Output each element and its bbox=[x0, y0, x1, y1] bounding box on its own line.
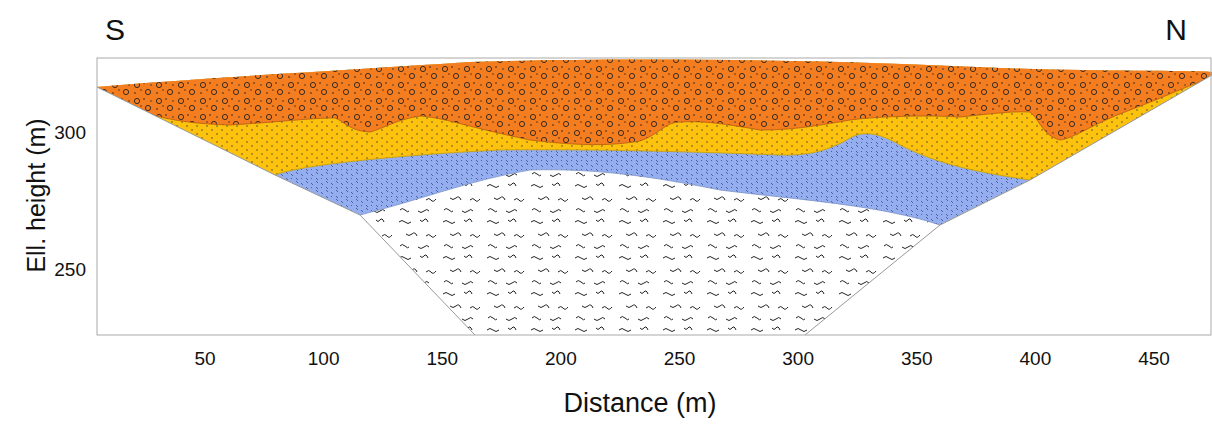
tick-label: 300 bbox=[782, 349, 814, 368]
tick-label: 250 bbox=[54, 260, 86, 279]
tick-label: 300 bbox=[54, 123, 86, 142]
orange-layer bbox=[90, 50, 1212, 145]
direction-label: N bbox=[1165, 15, 1187, 45]
tick-label: 50 bbox=[194, 349, 215, 368]
plot-frame bbox=[97, 58, 1211, 335]
yellow-layer bbox=[90, 50, 1212, 180]
direction-label: S bbox=[105, 15, 125, 45]
tick-label: 250 bbox=[664, 349, 696, 368]
axis-title: Distance (m) bbox=[563, 390, 716, 417]
tick-label: 100 bbox=[308, 349, 340, 368]
bedrock-layer bbox=[90, 50, 1212, 340]
tick-label: 350 bbox=[901, 349, 933, 368]
tick-label: 150 bbox=[426, 349, 458, 368]
valley-outline bbox=[97, 75, 1212, 335]
tick-label: 450 bbox=[1138, 349, 1170, 368]
tick-label: 200 bbox=[545, 349, 577, 368]
tick-label: 400 bbox=[1020, 349, 1052, 368]
blue-layer bbox=[90, 50, 1212, 225]
axis-title: Ell. height (m) bbox=[24, 118, 49, 272]
